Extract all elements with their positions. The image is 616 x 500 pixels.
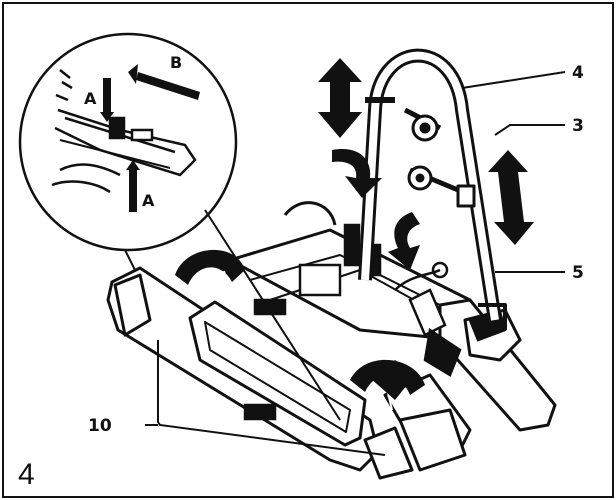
callout-leaders — [145, 71, 566, 456]
mechanism — [243, 201, 507, 421]
frame-arm — [358, 48, 507, 330]
callout-10: 10 — [88, 416, 112, 436]
callout-4: 4 — [572, 63, 584, 83]
inset-label-a-bottom: A — [142, 191, 155, 210]
wheel-cradles — [175, 249, 425, 413]
inset-label-a-top: A — [84, 89, 97, 108]
movement-arrows — [318, 58, 534, 270]
callout-3: 3 — [572, 116, 584, 136]
callout-5: 5 — [572, 263, 584, 283]
figure-number: 4 — [18, 458, 35, 491]
inset-detail: A A B — [18, 32, 341, 421]
inset-label-b: B — [170, 53, 182, 72]
